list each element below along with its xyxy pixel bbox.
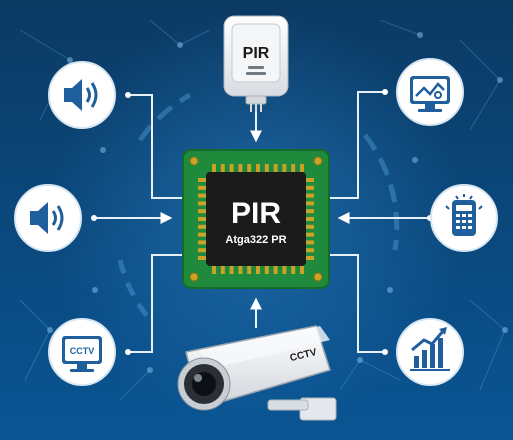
growth-chart-icon (410, 327, 450, 371)
control-panel-node[interactable] (430, 184, 498, 252)
pcb-pin (300, 266, 304, 274)
control-panel-icon (445, 194, 483, 236)
pcb-pin (306, 256, 314, 260)
pcb-pin (198, 232, 206, 237)
pcb-pin (198, 201, 206, 206)
pcb-pin (306, 201, 314, 206)
pcb-pin (264, 164, 269, 172)
pcb-pin (256, 164, 260, 172)
cctv-monitor-node[interactable]: CCTV (48, 318, 116, 386)
chip-package (206, 172, 306, 266)
pcb-pin (291, 164, 296, 172)
chip-title: PIR (231, 197, 281, 230)
connector-growth (322, 254, 385, 353)
pir-sensor: PIR (223, 15, 289, 112)
connectors (94, 91, 430, 353)
pcb-pins (198, 164, 314, 274)
pcb-pin (198, 217, 206, 221)
pcb-pin (291, 266, 296, 274)
pcb-pin (247, 164, 252, 172)
speaker-icon (64, 79, 98, 111)
pcb-pin (306, 209, 314, 214)
pcb-pin (306, 178, 314, 182)
pcb-pin (306, 232, 314, 237)
pcb-pin (306, 193, 314, 198)
speaker-icon (30, 202, 64, 234)
growth-chart-node[interactable] (396, 318, 464, 386)
cctv-monitor-icon: CCTV (62, 336, 102, 372)
pcb-pin (198, 209, 206, 214)
pcb-pin (198, 178, 206, 182)
pir-sensor-label: PIR (243, 45, 270, 62)
connector-cctv-monitor (128, 254, 190, 353)
pcb-pin (212, 164, 216, 172)
monitor-top-right-node[interactable] (396, 58, 464, 126)
pcb-module: PIR Atga322 PR (182, 149, 330, 289)
pcb-pin (229, 266, 234, 274)
speaker-top-left-node[interactable] (48, 61, 116, 129)
monitor-icon (410, 76, 450, 112)
pcb-pin (220, 164, 225, 172)
pcb-pin (212, 266, 216, 274)
pcb-pin (300, 164, 304, 172)
decor-dots (47, 32, 508, 373)
pcb-pin (306, 217, 314, 221)
pcb-pin (306, 185, 314, 190)
pcb-pin (273, 164, 278, 172)
pcb-pin (238, 164, 243, 172)
pcb-pin (198, 248, 206, 253)
connector-speaker-top (128, 94, 190, 199)
pcb-pin (220, 266, 225, 274)
pcb-mount-holes (189, 156, 323, 282)
pcb-pin (198, 256, 206, 260)
pcb-pin (198, 193, 206, 198)
pcb-pin (238, 266, 243, 274)
pcb-pin (256, 266, 260, 274)
decor-arcs (117, 92, 400, 322)
pcb-pin (282, 164, 287, 172)
pcb-pin (229, 164, 234, 172)
pcb-pin (273, 266, 278, 274)
cctv-camera: CCTV (177, 325, 337, 421)
speaker-mid-left-node[interactable] (14, 184, 82, 252)
pcb-pin (306, 248, 314, 253)
cctv-monitor-label: CCTV (70, 346, 95, 356)
pcb-pin (198, 185, 206, 190)
pcb-pin (264, 266, 269, 274)
pcb-pin (282, 266, 287, 274)
pcb-pin (198, 240, 206, 245)
chip-subtitle: Atga322 PR (225, 234, 286, 246)
pcb-pin (306, 224, 314, 229)
pcb-pin (198, 224, 206, 229)
connector-monitor (322, 91, 385, 199)
pcb-pin (247, 266, 252, 274)
pcb-pin (306, 240, 314, 245)
